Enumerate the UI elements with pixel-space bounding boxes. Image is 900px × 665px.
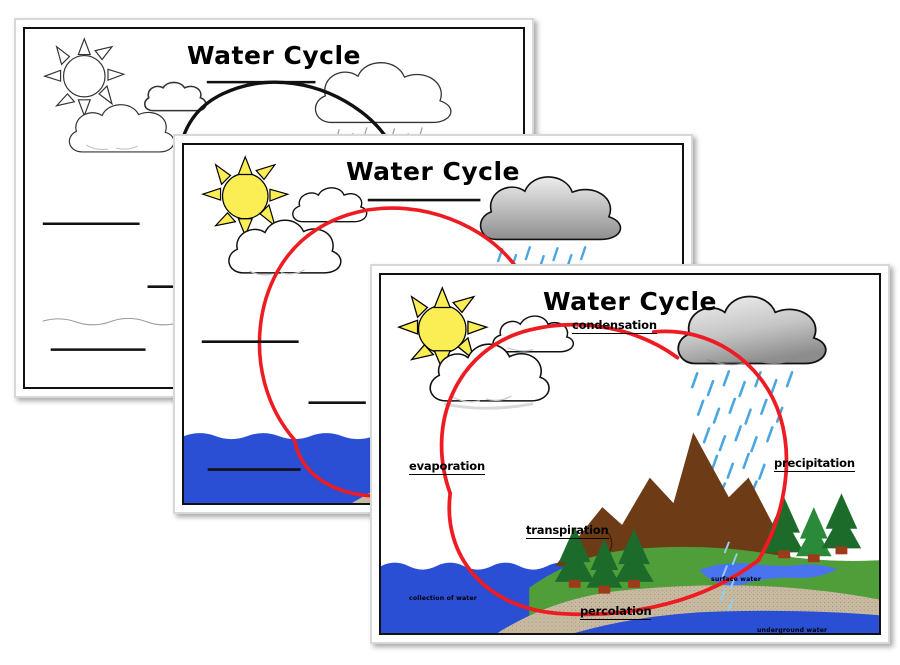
rain-cloud	[479, 176, 622, 241]
tree-cluster-left	[554, 526, 654, 594]
label-percolation: percolation	[580, 604, 652, 621]
label-collection-of-water: collection of water	[409, 595, 477, 602]
card-color-labeled[interactable]: Water Cycle condensation evaporation pre…	[370, 264, 890, 644]
cloud-small	[292, 187, 368, 223]
card-color-labeled-frame: Water Cycle condensation evaporation pre…	[379, 273, 881, 635]
cloud-large-outline	[68, 104, 175, 153]
sun-icon	[200, 155, 290, 238]
cloud-large	[429, 343, 550, 410]
label-condensation: condensation	[572, 318, 657, 335]
rain-cloud-outline	[314, 62, 452, 124]
sun-icon-outline	[42, 37, 126, 118]
label-underground-water: underground water	[757, 627, 828, 634]
sun-icon	[396, 286, 489, 372]
label-surface-water: surface water	[711, 576, 762, 583]
water-cycle-illustration-labeled	[381, 286, 879, 633]
cloud-small-outline	[143, 81, 207, 112]
water-cycle-arrow	[439, 322, 789, 617]
tree-cluster-right	[764, 493, 862, 563]
blank-answer-lines	[201, 198, 481, 471]
label-transpiration: transpiration	[526, 523, 609, 540]
cloud-small	[492, 315, 574, 353]
label-evaporation: evaporation	[409, 459, 485, 476]
label-precipitation: precipitation	[774, 456, 855, 473]
rain-cloud	[677, 295, 827, 366]
percolation-droplets	[719, 541, 738, 611]
